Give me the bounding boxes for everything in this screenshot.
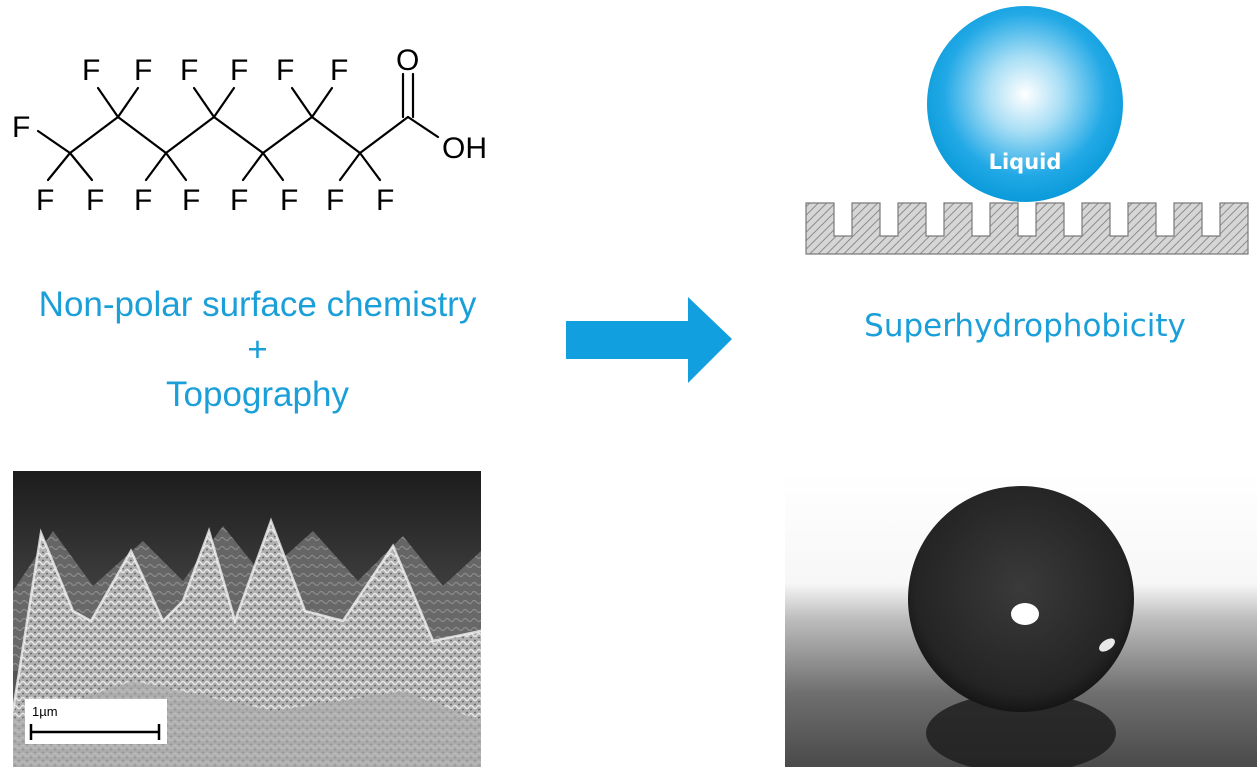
atom-f: F: [376, 184, 394, 217]
atom-f: F: [276, 54, 294, 87]
contact-angle-photo: [785, 471, 1257, 767]
pfoa-molecule: F F F F F F F F F F F F F F F O OH: [12, 44, 487, 217]
sem-micrograph: [13, 471, 481, 767]
atom-oh: OH: [442, 132, 487, 165]
caption-line-chemistry: Non-polar surface chemistry: [38, 285, 477, 324]
droplet-on-surface-diagram: Liquid: [805, 6, 1249, 255]
caption-line-topography: Topography: [166, 375, 349, 414]
atom-f: F: [326, 184, 344, 217]
scale-bar-box: [25, 699, 167, 744]
liquid-label: Liquid: [989, 150, 1062, 174]
atom-f: F: [134, 184, 152, 217]
atom-f: F: [280, 184, 298, 217]
atom-f: F: [134, 54, 152, 87]
right-arrow-icon: [566, 297, 732, 383]
textured-surface: [805, 202, 1249, 255]
atom-o: O: [396, 44, 419, 77]
caption-line-plus: +: [247, 330, 268, 369]
atom-f: F: [330, 54, 348, 87]
atom-f: F: [230, 184, 248, 217]
atom-f: F: [86, 184, 104, 217]
liquid-droplet: [927, 6, 1123, 202]
surface-chemistry-caption: Non-polar surface chemistry + Topography: [0, 282, 515, 417]
atom-f: F: [82, 54, 100, 87]
water-droplet: [908, 486, 1134, 712]
atom-f: F: [180, 54, 198, 87]
atom-f: F: [12, 111, 30, 144]
atom-f: F: [230, 54, 248, 87]
atom-f: F: [182, 184, 200, 217]
atom-f: F: [36, 184, 54, 217]
superhydrophobicity-caption: Superhydrophobicity: [864, 308, 1186, 344]
scale-bar-label: 1µm: [32, 704, 58, 719]
